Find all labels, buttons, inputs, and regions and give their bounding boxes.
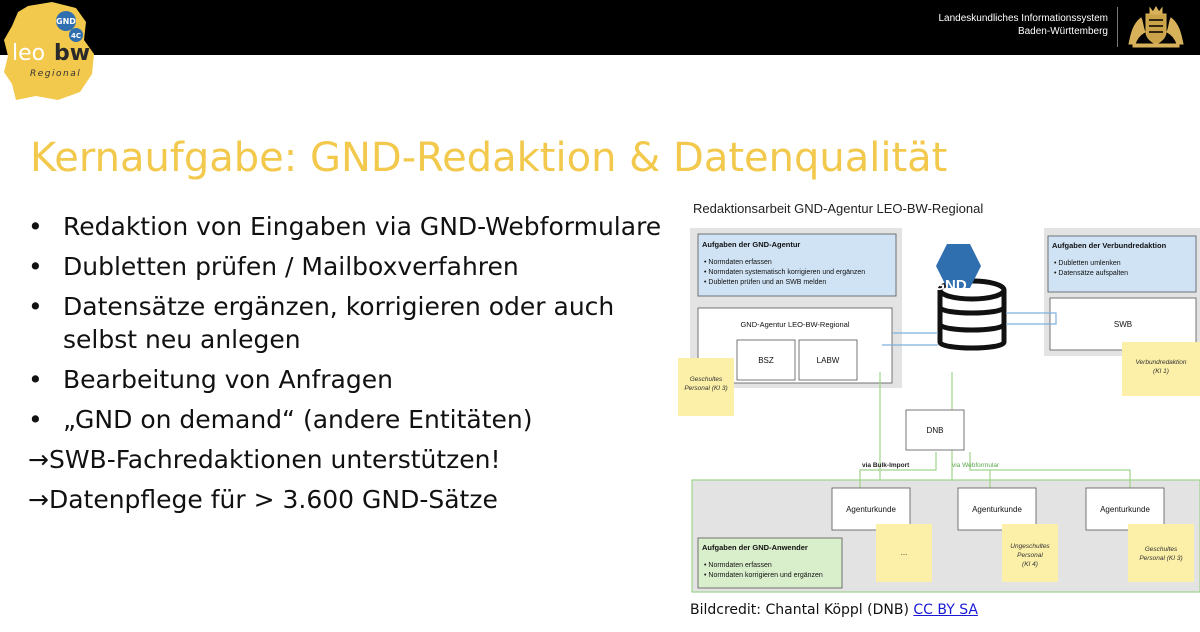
labw-box <box>798 339 858 381</box>
bullet-item: • Redaktion von Eingaben via GND-Webformu… <box>28 210 668 243</box>
anwender-tasks-box <box>697 537 843 589</box>
organization-name: Landeskundliches Informationssystem Bade… <box>938 12 1108 38</box>
note-geschult-right <box>1128 524 1194 582</box>
bullet-item: • Dubletten prüfen / Mailboxverfahren <box>28 250 668 283</box>
bullet-text: Datensätze ergänzen, korrigieren oder au… <box>63 292 615 354</box>
verbund-tasks-heading: Aufgaben der Verbundredaktion <box>1052 241 1167 250</box>
anwender-task-item: • Normdaten erfassen <box>704 562 772 569</box>
note-ungeschult <box>1002 524 1058 582</box>
verbund-tasks-box <box>1047 235 1197 293</box>
verbund-task-item: • Datensätze aufspalten <box>1054 270 1128 277</box>
image-credit: Bildcredit: Chantal Köppl (DNB) CC BY SA <box>690 602 978 618</box>
verbund-task-item: • Dubletten umlenken <box>1054 260 1121 267</box>
bsz-box <box>736 339 796 381</box>
arrow-item: →SWB-Fachredaktionen unterstützen! <box>28 443 668 476</box>
note-text: ... <box>901 548 908 557</box>
bullet-marker: • <box>28 292 43 321</box>
note-text: Geschultes <box>690 376 723 383</box>
logo-regional-text: Regional <box>30 69 81 79</box>
slide-title: Kernaufgabe: GND-Redaktion & Datenqualit… <box>30 135 948 181</box>
connector-line <box>1006 312 1057 325</box>
note-dots <box>876 524 932 582</box>
agentur-tasks-box <box>697 233 897 297</box>
logo-leo-text: leo <box>12 41 45 66</box>
diagram-title: Redaktionsarbeit GND-Agentur LEO-BW-Regi… <box>693 201 984 216</box>
bullet-text: SWB-Fachredaktionen unterstützen! <box>48 445 501 474</box>
note-verbund <box>1122 342 1200 396</box>
via-web-label: via Webformular <box>952 462 1000 469</box>
logo-4c-text: 4C <box>71 32 81 40</box>
bullet-item: • „GND on demand“ (andere Entitäten) <box>28 403 668 436</box>
logo-bw-text: bw <box>54 41 90 66</box>
bullet-item: • Bearbeitung von Anfragen <box>28 363 668 396</box>
4c-badge-icon <box>69 28 83 42</box>
gnd-badge-icon <box>56 11 76 31</box>
bsz-label: BSZ <box>758 356 774 365</box>
bullet-item: • Datensätze ergänzen, korrigieren oder a… <box>28 290 668 356</box>
connector-line <box>859 452 937 488</box>
bullet-text: Dubletten prüfen / Mailboxverfahren <box>63 252 519 281</box>
bullet-marker: • <box>28 212 43 241</box>
arrow-item: →Datenpflege für > 3.600 GND-Sätze <box>28 483 668 516</box>
bullet-marker: • <box>28 252 43 281</box>
anwender-tasks-heading: Aufgaben der GND-Anwender <box>702 543 808 552</box>
license-link[interactable]: CC BY SA <box>913 602 978 618</box>
bullet-text: „GND on demand“ (andere Entitäten) <box>63 405 533 434</box>
dnb-label: DNB <box>927 426 944 435</box>
note-text: Ungeschultes <box>1010 543 1050 550</box>
note-text: Verbundredaktion <box>1135 359 1186 366</box>
agentur-tasks-heading: Aufgaben der GND-Agentur <box>702 240 800 249</box>
leo-bw-regional-logo: GND 4C leo bw Regional <box>4 2 94 100</box>
header-divider <box>1117 7 1118 47</box>
bullet-marker: • <box>28 365 43 394</box>
agenturkunde-box <box>957 487 1037 531</box>
note-geschult-left <box>678 358 734 416</box>
agenturkunde-box <box>1085 487 1165 531</box>
bullet-text: Redaktion von Eingaben via GND-Webformul… <box>63 212 662 241</box>
logo-gnd-text: GND <box>56 17 76 26</box>
workflow-diagram: Aufgaben der GND-Agentur • Normdaten erf… <box>678 228 1200 593</box>
arrow-marker: → <box>28 445 49 474</box>
note-text: (KI 4) <box>1022 561 1038 568</box>
bullet-text: Datenpflege für > 3.600 GND-Sätze <box>48 485 498 514</box>
gnd-hexagon-icon <box>936 244 981 288</box>
agenturkunde-label: Agenturkunde <box>1100 505 1150 514</box>
via-bulk-label: via Bulk-Import <box>862 462 910 469</box>
agenturkunde-label: Agenturkunde <box>846 505 896 514</box>
note-text: (KI 1) <box>1153 368 1169 375</box>
connector-line <box>969 452 1131 488</box>
note-text: Personal <box>1017 552 1043 559</box>
org-line-2: Baden-Württemberg <box>1017 26 1108 37</box>
credit-text: Bildcredit: Chantal Köppl (DNB) <box>690 602 914 618</box>
bullet-list: • Redaktion von Eingaben via GND-Webformu… <box>28 210 668 523</box>
bullet-marker: • <box>28 405 43 434</box>
bullet-text: Bearbeitung von Anfragen <box>63 365 393 394</box>
org-line-1: Landeskundliches Informationssystem <box>938 13 1108 24</box>
agenturkunde-label: Agenturkunde <box>972 505 1022 514</box>
anwender-task-item: • Normdaten korrigieren und ergänzen <box>704 572 823 579</box>
agentur-leo-label: GND-Agentur LEO-BW-Regional <box>740 320 849 329</box>
header-bar <box>0 0 1200 55</box>
agentur-task-item: • Normdaten erfassen <box>704 259 772 266</box>
gnd-label: GND <box>933 277 967 294</box>
gnd-database-icon <box>937 278 1007 351</box>
labw-label: LABW <box>817 356 840 365</box>
agenturkunde-box <box>831 487 911 531</box>
coat-of-arms-icon <box>1128 6 1184 48</box>
note-text: Personal (KI 3) <box>684 385 727 392</box>
note-text: Geschultes <box>1145 546 1178 553</box>
note-text: Personal (KI 3) <box>1139 555 1182 562</box>
dnb-box <box>905 409 965 451</box>
agentur-task-item: • Normdaten systematisch korrigieren und… <box>704 269 865 276</box>
arrow-marker: → <box>28 485 49 514</box>
agentur-task-item: • Dubletten prüfen und an SWB melden <box>704 279 826 286</box>
swb-label: SWB <box>1114 320 1132 329</box>
